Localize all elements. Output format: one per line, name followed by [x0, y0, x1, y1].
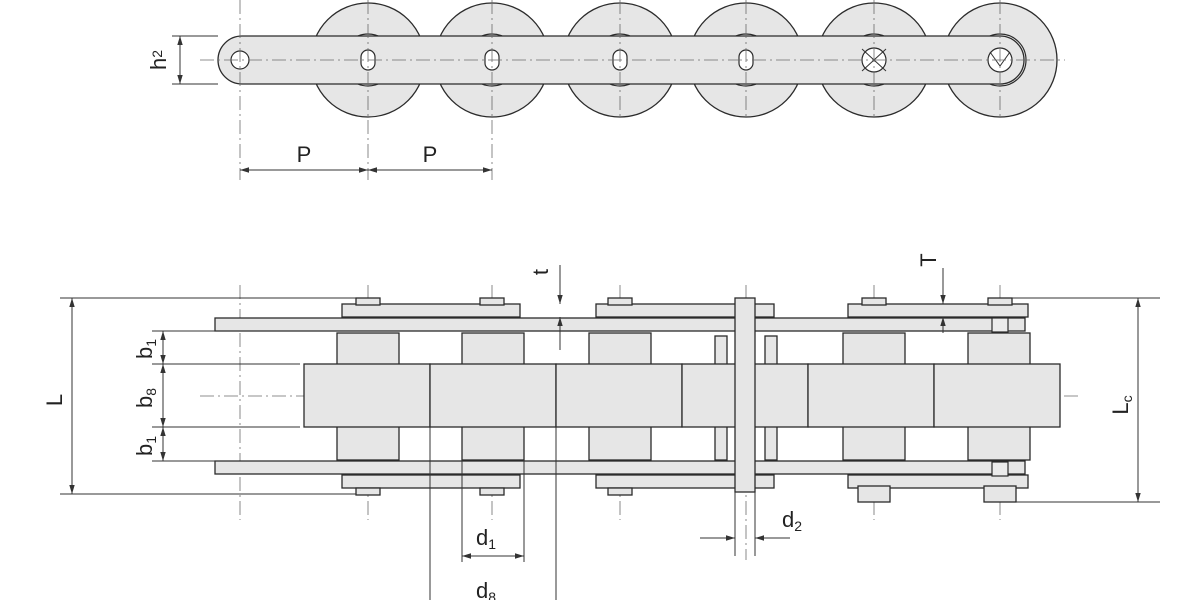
pitch-label-2: P [423, 142, 438, 167]
b1-top-label: b1 [132, 339, 159, 359]
b8-label: b8 [132, 388, 159, 408]
pin-head [987, 297, 1013, 306]
cotter-block [857, 485, 891, 503]
b-dimensions: b1 b8 b1 [132, 330, 340, 462]
outer-link-plates [341, 303, 1029, 489]
h2-dimension: h2 [146, 35, 218, 85]
t-label: t [528, 269, 553, 275]
d8-label: d8 [476, 578, 496, 600]
inner-plate-bottom [214, 460, 1026, 475]
d2-dimension: d2 [700, 492, 802, 556]
top-center-lines [200, 0, 1065, 180]
pin-head [355, 297, 381, 306]
d1-dimension: d1 [461, 460, 525, 562]
roller [303, 363, 431, 428]
L-label: L [42, 394, 67, 406]
pin-head [607, 487, 633, 496]
pin-head [861, 297, 887, 306]
Lc-label: Lc [1108, 395, 1135, 414]
roller-discs [310, 2, 1058, 118]
cotter-block [983, 485, 1017, 503]
roller [555, 363, 683, 428]
roller [933, 363, 1061, 428]
t-dimension: t [528, 265, 563, 350]
pin-head [479, 487, 505, 496]
roller [807, 363, 935, 428]
T-dimension: T [916, 253, 946, 333]
bottom-view: L b1 b8 b1 t T [42, 253, 1160, 600]
L-dimension: L [42, 297, 356, 495]
roller [429, 363, 557, 428]
pin-shank [991, 461, 1009, 477]
roller-band [303, 363, 1061, 428]
pitch-dimension: P P [240, 142, 492, 173]
pin-head [607, 297, 633, 306]
outer-plate [341, 303, 521, 318]
outer-plate [847, 474, 1029, 489]
inner-plate-top [214, 317, 1026, 332]
d1-label: d1 [476, 525, 496, 552]
T-label: T [916, 253, 941, 266]
inner-link-plates [214, 317, 1026, 475]
pin-heads [355, 297, 1017, 503]
pin-head [479, 297, 505, 306]
outer-plate [847, 303, 1029, 318]
connecting-pin [734, 297, 756, 493]
pin-shank [991, 317, 1009, 333]
b1-bottom-label: b1 [132, 436, 159, 456]
Lc-dimension: Lc [1012, 297, 1160, 503]
h2-label: h2 [146, 50, 171, 70]
pin-head [355, 487, 381, 496]
d8-dimension: d8 [429, 427, 557, 600]
outer-plate [595, 303, 775, 318]
outer-plate [595, 474, 775, 489]
top-view: h2 P P [146, 0, 1065, 180]
d2-label: d2 [782, 507, 802, 534]
outer-plate [341, 474, 521, 489]
pitch-label-1: P [297, 142, 312, 167]
